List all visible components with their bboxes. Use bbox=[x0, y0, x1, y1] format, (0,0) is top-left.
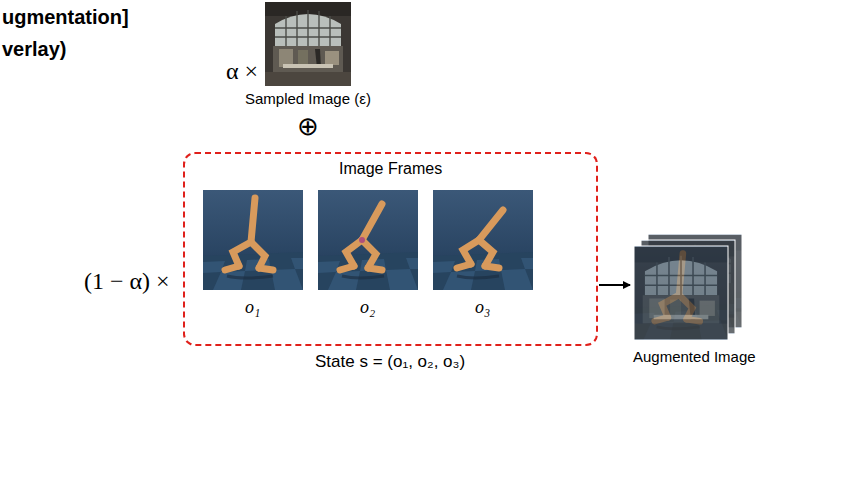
frame-label: o₁ bbox=[245, 297, 260, 318]
sampled-photo bbox=[265, 2, 351, 86]
weight-factor: (1 − α) × bbox=[84, 268, 170, 296]
image-node: Augmented Image bbox=[630, 230, 758, 344]
augmented-stack bbox=[634, 234, 742, 340]
frame-label: o₂ bbox=[360, 297, 375, 318]
group-heading: Image Frames bbox=[339, 160, 442, 178]
flow-arrow bbox=[599, 284, 630, 286]
title-fragment: ugmentation] bbox=[2, 6, 129, 29]
image-caption: Augmented Image bbox=[633, 348, 756, 365]
frame-image bbox=[203, 190, 303, 290]
weight-factor: α × bbox=[226, 58, 258, 86]
state-label: State s = (o₁, o₂, o₃) bbox=[315, 352, 465, 372]
image-node: Sampled Image (ε) bbox=[243, 0, 373, 110]
image-caption: Sampled Image (ε) bbox=[245, 90, 371, 107]
frame-image bbox=[318, 190, 418, 290]
frame-image bbox=[433, 190, 533, 290]
operator-symbol: ⊕ bbox=[297, 112, 319, 142]
frame-label: o₃ bbox=[475, 297, 490, 318]
title-fragment: verlay) bbox=[2, 38, 67, 61]
